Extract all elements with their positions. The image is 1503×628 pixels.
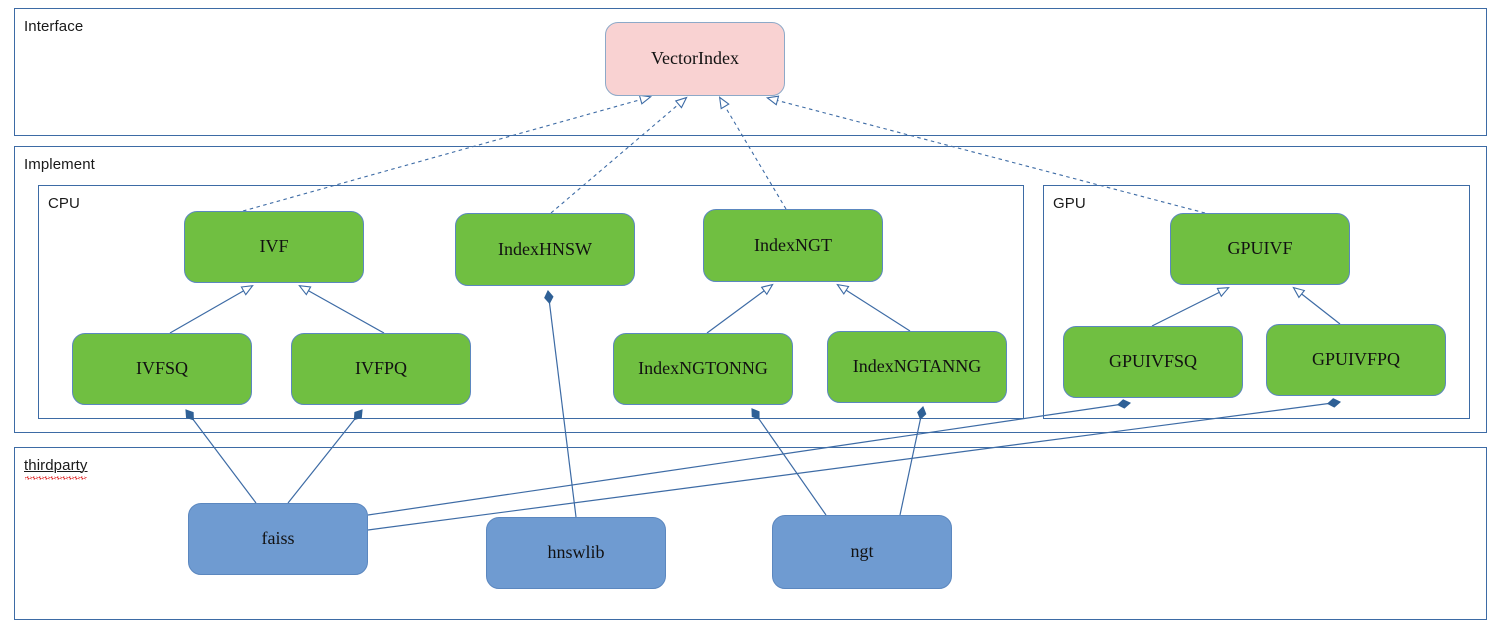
node-label-vectorindex: VectorIndex [651,48,739,69]
node-label-indexngtanng: IndexNGTANNG [852,356,982,377]
container-label-interface: Interface [24,18,84,35]
node-label-gpuivf: GPUIVF [1227,238,1293,259]
node-label-gpuivfsq: GPUIVFSQ [1108,351,1198,372]
node-label-gpuivfpq: GPUIVFPQ [1311,349,1401,370]
node-indexngt[interactable]: IndexNGT [703,209,883,282]
container-label-implement: Implement [24,156,95,173]
node-ivf[interactable]: IVF [184,211,364,283]
node-indexngtanng[interactable]: IndexNGTANNG [827,331,1007,403]
node-hnswlib[interactable]: hnswlib [486,517,666,589]
node-gpuivfpq[interactable]: GPUIVFPQ [1266,324,1446,396]
node-gpuivfsq[interactable]: GPUIVFSQ [1063,326,1243,398]
node-indexngtonng[interactable]: IndexNGTONNG [613,333,793,405]
node-faiss[interactable]: faiss [188,503,368,575]
node-label-indexngtonng: IndexNGTONNG [638,358,768,379]
node-label-ivf: IVF [259,236,289,257]
node-label-hnswlib: hnswlib [547,542,605,563]
container-label-cpu: CPU [48,195,80,212]
node-label-ngt: ngt [850,541,874,562]
node-ivfsq[interactable]: IVFSQ [72,333,252,405]
node-ngt[interactable]: ngt [772,515,952,589]
container-label-gpu: GPU [1053,195,1086,212]
node-gpuivf[interactable]: GPUIVF [1170,213,1350,285]
node-label-ivfpq: IVFPQ [354,358,407,379]
node-label-ivfsq: IVFSQ [135,358,188,379]
node-label-faiss: faiss [261,528,295,549]
node-label-indexhnsw: IndexHNSW [498,238,592,259]
node-vectorindex[interactable]: VectorIndex [605,22,785,96]
node-label-indexngt: IndexNGT [754,234,832,255]
node-ivfpq[interactable]: IVFPQ [291,333,471,405]
node-indexhnsw[interactable]: IndexHNSW [455,213,635,286]
container-label-thirdparty: thirdparty [24,457,88,474]
